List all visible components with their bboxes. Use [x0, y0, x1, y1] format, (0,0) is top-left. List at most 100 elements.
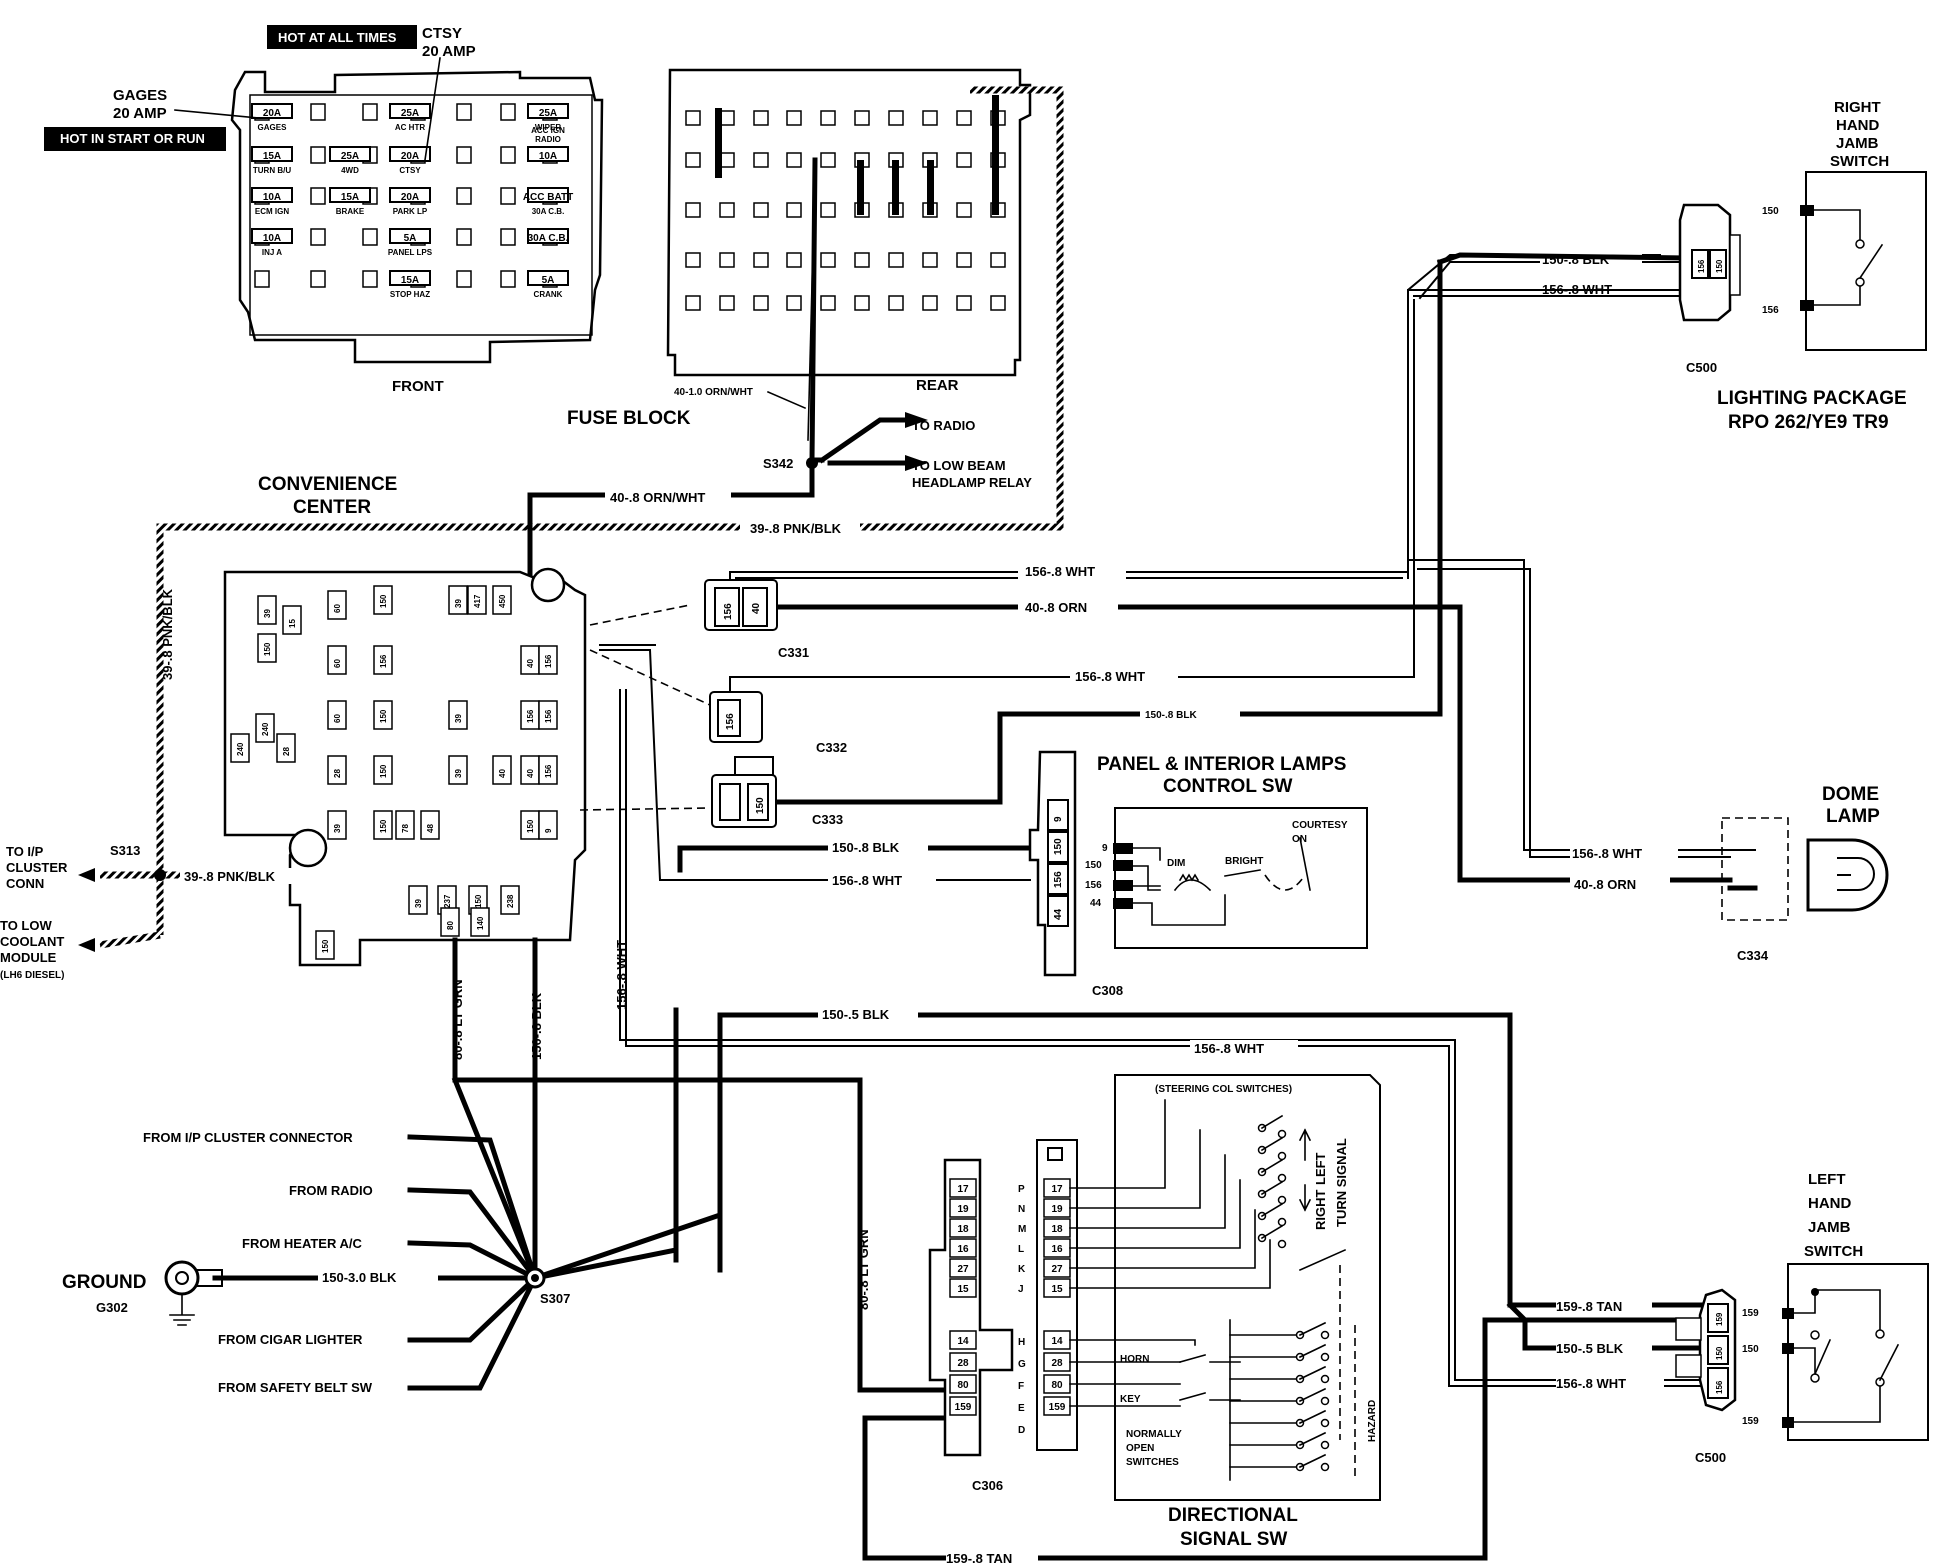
c306-pin-1: 19 [957, 1204, 969, 1215]
c308-pin-0: 9 [1053, 816, 1064, 822]
left-jamb-l3: JAMB [1808, 1219, 1851, 1236]
fuse-rating-14: 15A [401, 275, 419, 286]
wire-156-wht-4: 156-.8 WHT [1194, 1041, 1264, 1056]
cc-cell-0: 39 [263, 609, 272, 618]
c306-pin-4: 27 [957, 1264, 969, 1275]
connector-c332: 156 C332 [709, 691, 847, 755]
courtesy-label: COURTESY [1292, 820, 1348, 831]
c306-pin-9: 159 [955, 1402, 972, 1413]
convenience-center-title: CONVENIENCE [258, 474, 397, 495]
fuse-rating-2: 25A [539, 108, 557, 119]
wire-150-blk-v: 150-.8 BLK [529, 992, 544, 1060]
to-ip-cluster-3: CONN [6, 876, 44, 891]
connector-c332-label: C332 [816, 740, 847, 755]
cc-cell-32: 237 [443, 894, 452, 908]
turn-signal-label: TURN SIGNAL [1334, 1138, 1349, 1227]
wire-80-lt-grn-v: 80-.8 LT GRN [450, 979, 465, 1060]
dir-letter-7: G [1018, 1359, 1026, 1370]
left-jamb-l1: LEFT [1808, 1171, 1846, 1188]
wire-150-blk-2: 150-.8 BLK [832, 840, 900, 855]
ctsy-amp-label: 20 AMP [422, 43, 476, 60]
dir-letter-8: F [1018, 1381, 1024, 1392]
connector-c331-label: C331 [778, 645, 809, 660]
wire-156-wht-3: 156-.8 WHT [832, 873, 902, 888]
wire-150-blk-1: 150-.8 BLK [1145, 710, 1197, 721]
wires-bottom: 150-.5 BLK 156-.8 WHT 80-.8 LT GRN 150-.… [450, 689, 1723, 1566]
fuse-circuit-11: INJ A [262, 248, 282, 257]
connector-c333-label: C333 [812, 812, 843, 827]
right-jamb-wires [1407, 252, 1688, 297]
cc-cell-35: 80 [446, 921, 455, 930]
normally-2: OPEN [1126, 1443, 1154, 1454]
gages-label: GAGES [113, 87, 167, 104]
cc-cell-8: 39 [454, 599, 463, 608]
cc-cell-20: 28 [333, 769, 342, 778]
dir-pin-2: 18 [1051, 1224, 1063, 1235]
cc-cell-22: 39 [454, 769, 463, 778]
lighting-package-line2: RPO 262/YE9 TR9 [1728, 412, 1889, 433]
wire-156-wht-1: 156-.8 WHT [1025, 564, 1095, 579]
cc-cell-25: 39 [333, 824, 342, 833]
left-c500-label: C500 [1695, 1450, 1726, 1465]
cc-cell-23: 40 [498, 769, 507, 778]
dir-pin-8: 80 [1051, 1380, 1063, 1391]
dir-letter-4: K [1018, 1264, 1026, 1275]
cc-cell-34: 238 [506, 894, 515, 908]
dir-pin-0: 17 [1051, 1184, 1063, 1195]
fuse-circuit-2: WIPER [535, 123, 561, 132]
dir-pin-9: 159 [1049, 1402, 1066, 1413]
fuse-circuit-3: TURN B/U [253, 166, 291, 175]
ctsy-label: CTSY [422, 25, 462, 42]
from-cigar: FROM CIGAR LIGHTER [218, 1332, 363, 1347]
wire-40-orn-dome: 40-.8 ORN [1574, 877, 1636, 892]
dir-letter-6: H [1018, 1337, 1025, 1348]
fuse-rating-7: 10A [263, 192, 281, 203]
from-radio: FROM RADIO [289, 1183, 373, 1198]
cc-cell-38: 240 [236, 742, 245, 756]
to-ip-cluster-1: TO I/P [6, 844, 44, 859]
wire-159-tan-bottom: 159-.8 TAN [946, 1551, 1012, 1566]
left-c500-pin-156: 156 [1715, 1380, 1724, 1394]
cc-cell-16: 39 [454, 714, 463, 723]
ground-label: GROUND [62, 1272, 146, 1293]
left-jamb-switch: LEFT HAND JAMB SWITCH 159 150 159 159 15… [1675, 1171, 1929, 1465]
cc-cell-7: 150 [379, 594, 388, 608]
dir-letter-10: D [1018, 1425, 1025, 1436]
fuse-rating-11: 10A [263, 233, 281, 244]
connector-c308-label: C308 [1092, 983, 1123, 998]
wire-40-orn-1: 40-.8 ORN [1025, 600, 1087, 615]
hot-start-run-label: HOT IN START OR RUN [60, 131, 205, 146]
left-label: LEFT [1313, 1152, 1328, 1185]
ground-id: G302 [96, 1300, 128, 1315]
to-low-coolant-4: (LH6 DIESEL) [0, 970, 64, 981]
cc-cell-1: 15 [288, 619, 297, 628]
left-c500-pin-150: 150 [1715, 1346, 1724, 1360]
c332-pin-156: 156 [725, 713, 736, 730]
cc-cell-30: 9 [544, 828, 553, 833]
cc-cell-11: 150 [379, 709, 388, 723]
splice-s313: S313 [110, 843, 140, 858]
cc-cell-29: 150 [526, 819, 535, 833]
fuse-rating-15: 5A [542, 275, 555, 286]
wires-mid: 156-.8 WHT 40-.8 ORN 156-.8 WHT 150-.8 B… [579, 251, 1733, 892]
fuse-circuit-6: RADIO [535, 135, 561, 144]
dir-pin-5: 15 [1051, 1284, 1063, 1295]
cc-cell-26: 150 [379, 819, 388, 833]
normally-1: NORMALLY [1126, 1429, 1182, 1440]
c306-pin-3: 16 [957, 1244, 969, 1255]
fuse-block-title: FUSE BLOCK [567, 408, 691, 429]
fuse-circuit-1: AC HTR [395, 123, 425, 132]
fuse-rating-8: 15A [341, 192, 359, 203]
to-radio-label: TO RADIO [912, 418, 975, 433]
cc-cell-2: 150 [263, 642, 272, 656]
from-ip-cluster: FROM I/P CLUSTER CONNECTOR [143, 1130, 353, 1145]
left-jamb-pin-159a: 159 [1742, 1308, 1759, 1319]
dir-pin-3: 16 [1051, 1244, 1063, 1255]
cc-cell-18: 156 [544, 709, 553, 723]
right-c500-pin-150: 150 [1715, 259, 1724, 273]
